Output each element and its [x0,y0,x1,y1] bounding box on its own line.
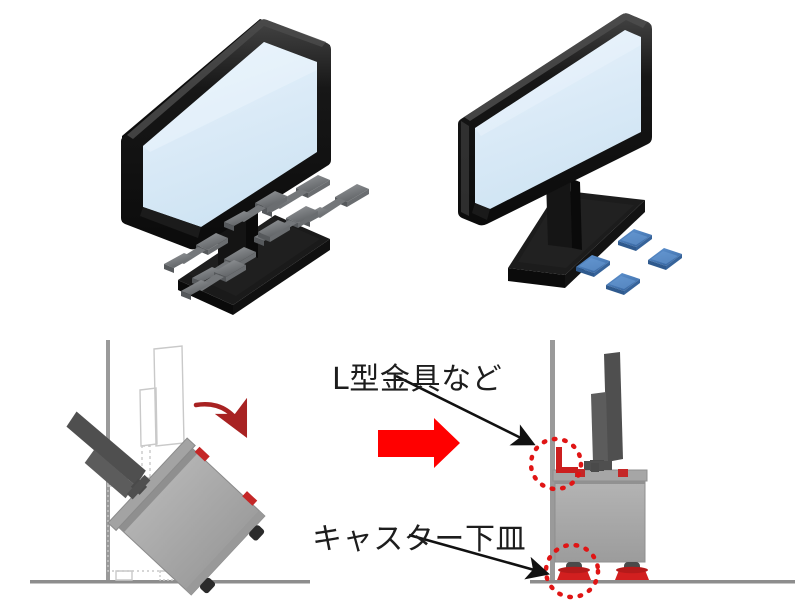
monitor-panel [458,13,652,226]
red-fixture [242,491,258,506]
top-illustration-row [121,13,682,315]
cabinet-body [552,469,648,563]
fixing-brackets-group [164,175,369,300]
tipping-motion-arrow [193,397,248,439]
caster-assembly [557,562,649,580]
floor-line [30,580,310,584]
fixing-bracket [224,191,287,231]
highlight-circle-bracket [528,436,584,492]
bottom-illustration-row [0,330,800,615]
callout-label-l-bracket: L型金具など [332,362,503,397]
callout-label-caster-cup: キャスター下皿 [312,522,527,557]
wall-line [550,340,555,583]
caster [199,577,216,594]
red-fixture [194,446,210,462]
monitor-with-pads-group [458,13,682,295]
unsecured-cabinet-scene [30,340,310,596]
monitor-neck [546,178,582,250]
adhesive-pad [606,273,640,295]
tipped-monitor [66,411,151,500]
tipped-cabinet [66,411,266,596]
caster [249,525,265,541]
red-fixture [618,469,628,477]
adhesive-pads-group [576,229,682,295]
monitor-with-brackets-group [121,19,369,315]
callout-line-bracket [395,374,536,446]
floor-line [530,580,795,584]
highlight-circle-caster [543,542,601,600]
fixing-bracket [181,260,246,300]
adhesive-pad [618,229,652,251]
secured-cabinet-scene [528,340,795,600]
transition-arrow [378,418,460,468]
fixing-bracket [164,233,228,273]
adhesive-pad [648,248,682,270]
l-bracket [556,447,578,473]
adhesive-pad [576,255,610,277]
monitor-panel [121,19,331,250]
fixing-bracket [258,220,290,242]
callout-line-caster [408,533,551,580]
monitor-side-view [584,352,623,472]
